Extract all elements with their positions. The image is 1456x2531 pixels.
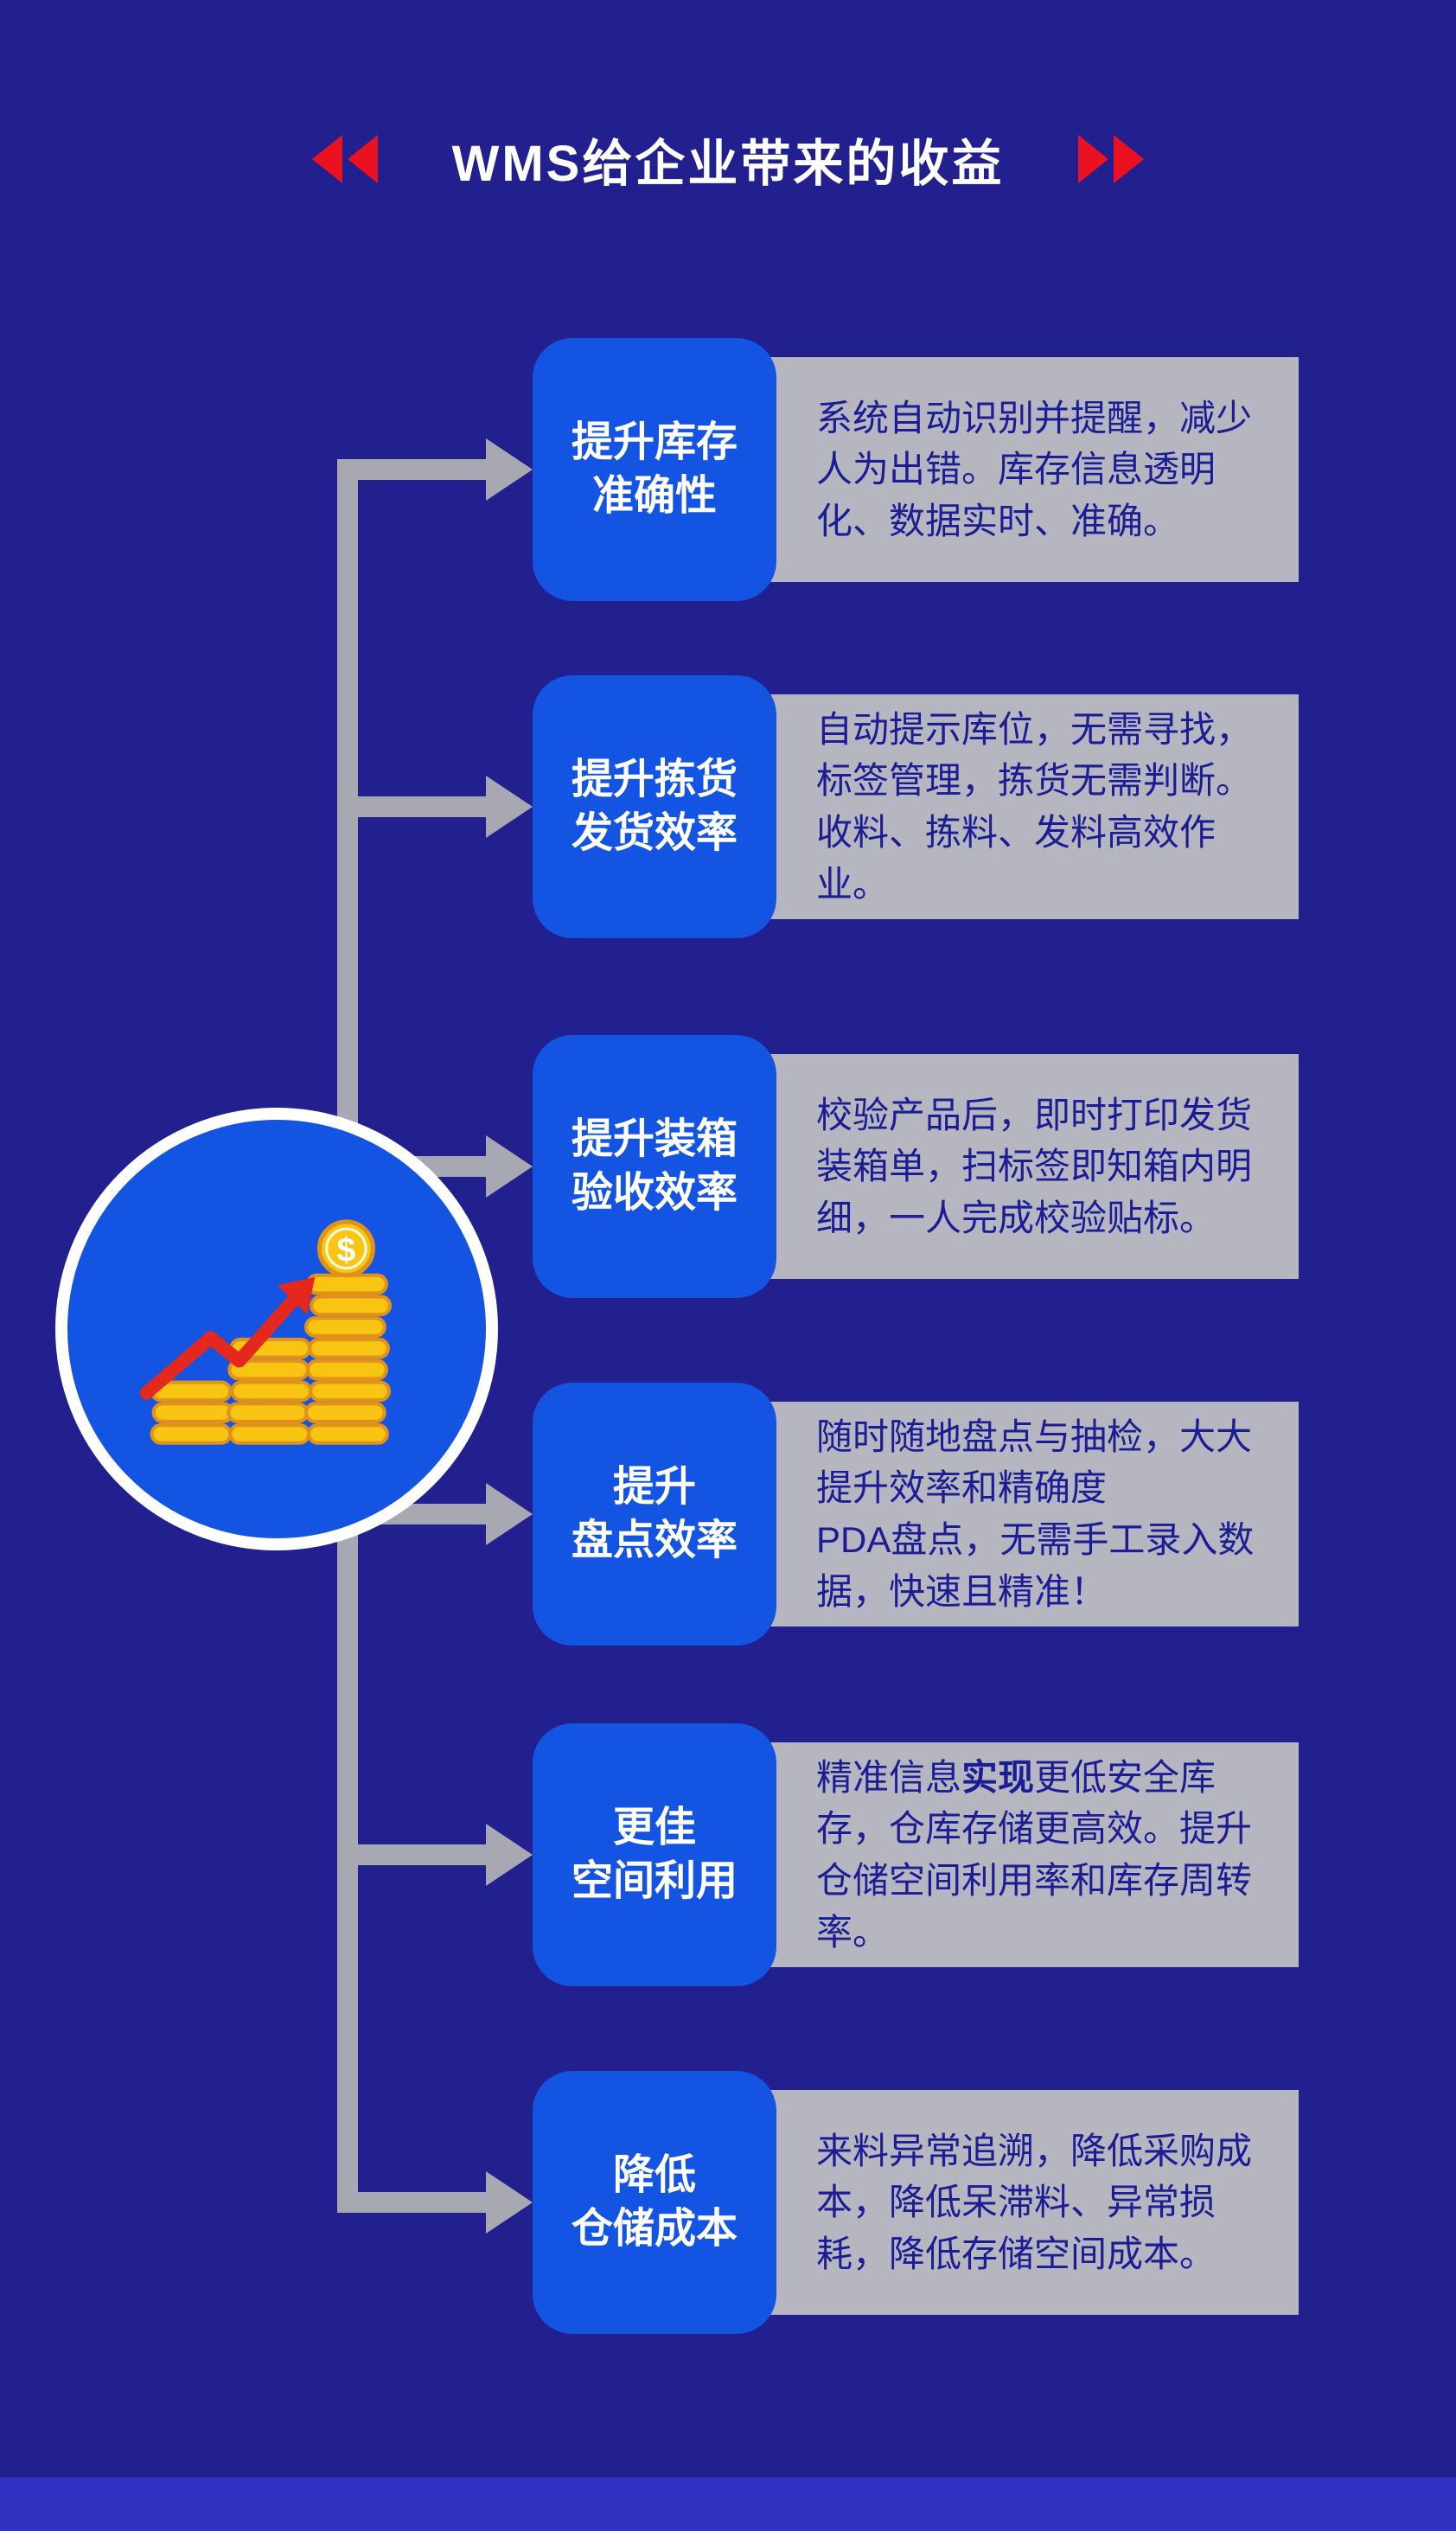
benefit-description-card: 系统自动识别并提醒，减少人为出错。库存信息透明化、数据实时、准确。 <box>737 357 1299 582</box>
dollar-coin-icon: $ <box>316 1219 375 1278</box>
benefit-title-card: 提升库存 准确性 <box>533 338 776 601</box>
benefit-title-line1: 提升拣货 <box>571 756 738 802</box>
footer-band <box>0 2477 1456 2531</box>
connector-arrow-6 <box>337 2171 533 2234</box>
benefit-description: 自动提示库位，无需寻找，标签管理，拣货无需判断。收料、拣料、发料高效作业。 <box>816 708 1253 904</box>
benefit-description: 校验产品后，即时打印发货装箱单，扫标签即知箱内明细，一人完成校验贴标。 <box>816 1094 1253 1238</box>
benefit-description-part1: 随时随地盘点与抽检，大大提升效率和精确度 <box>816 1416 1253 1509</box>
money-growth-badge: $ <box>55 1108 498 1550</box>
rewind-icon <box>311 134 379 184</box>
benefit-description: 精准信息实现更低安全库存，仓库存储更高效。提升仓储空间利用率和库存周转率。 <box>737 1752 1299 1959</box>
benefit-title-card: 提升装箱 验收效率 <box>533 1035 776 1298</box>
money-growth-icon: $ <box>139 1219 393 1445</box>
benefit-title-card: 更佳 空间利用 <box>533 1723 776 1986</box>
benefit-title-line2: 盘点效率 <box>571 1518 738 1563</box>
benefit-description-post: 更低安全库存，仓库存储更高效。提升仓储空间利用率和库存周转率。 <box>816 1756 1253 1953</box>
benefit-description-card: 精准信息实现更低安全库存，仓库存储更高效。提升仓储空间利用率和库存周转率。 <box>737 1742 1299 1967</box>
benefit-description-card: 自动提示库位，无需寻找，标签管理，拣货无需判断。收料、拣料、发料高效作业。 <box>737 694 1299 919</box>
benefit-title-line1: 提升装箱 <box>571 1115 738 1162</box>
header: WMS给企业带来的收益 <box>0 123 1456 195</box>
dollar-symbol: $ <box>337 1231 356 1269</box>
benefit-title-line2: 验收效率 <box>571 1170 738 1216</box>
benefit-title-line1: 提升 <box>612 1463 696 1510</box>
benefit-title-line2: 发货效率 <box>571 810 738 856</box>
growth-arrow-icon <box>139 1276 316 1400</box>
benefit-description-pre: 精准信息 <box>816 1756 962 1798</box>
benefit-description: 随时随地盘点与抽检，大大提升效率和精确度 PDA盘点，无需手工录入数据，快速且精… <box>737 1411 1299 1618</box>
benefit-title-line1: 更佳 <box>612 1804 696 1850</box>
benefit-title-card: 降低 仓储成本 <box>533 2071 776 2334</box>
benefit-description-card: 校验产品后，即时打印发货装箱单，扫标签即知箱内明细，一人完成校验贴标。 <box>737 1054 1299 1279</box>
benefit-title-line2: 空间利用 <box>571 1858 738 1904</box>
page-title: WMS给企业带来的收益 <box>451 136 1005 192</box>
benefit-description-card: 来料异常追溯，降低采购成本，降低呆滞料、异常损耗，降低存储空间成本。 <box>737 2090 1299 2315</box>
benefit-title-line1: 提升库存 <box>571 419 738 465</box>
benefit-title-line1: 降低 <box>612 2151 696 2198</box>
connector-arrow-1 <box>337 438 533 501</box>
benefit-description-part2: PDA盘点，无需手工录入数据，快速且精准！ <box>816 1519 1255 1612</box>
connector-arrow-2 <box>337 776 533 838</box>
fast-forward-icon <box>1077 134 1145 184</box>
benefit-title-card: 提升拣货 发货效率 <box>533 675 776 938</box>
benefit-description: 系统自动识别并提醒，减少人为出错。库存信息透明化、数据实时、准确。 <box>816 397 1253 541</box>
connector-arrow-5 <box>337 1824 533 1886</box>
benefit-title-line2: 仓储成本 <box>571 2206 738 2252</box>
benefit-description: 来料异常追溯，降低采购成本，降低呆滞料、异常损耗，降低存储空间成本。 <box>816 2130 1253 2274</box>
benefit-title-line2: 准确性 <box>591 473 717 519</box>
benefit-description-bold: 实现 <box>961 1756 1035 1798</box>
coin-stack-short <box>150 1380 234 1445</box>
benefit-title-card: 提升 盘点效率 <box>533 1383 776 1646</box>
benefit-description-card: 随时随地盘点与抽检，大大提升效率和精确度 PDA盘点，无需手工录入数据，快速且精… <box>737 1402 1299 1627</box>
coin-stack-tall <box>303 1273 393 1445</box>
